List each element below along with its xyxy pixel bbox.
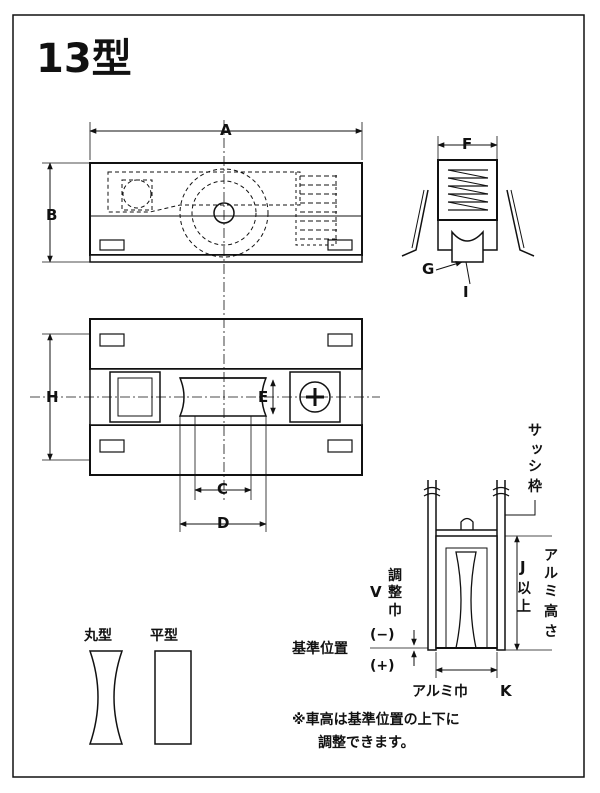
dim-v-label: V — [370, 583, 382, 601]
reference-position-label: 基準位置 — [292, 640, 348, 657]
plan-view: H E C D — [30, 300, 380, 532]
flat-wheel-profile — [154, 650, 192, 745]
dim-c-label: C — [217, 480, 228, 498]
dim-a-label: A — [220, 121, 232, 139]
j-above-char-1: 以 — [517, 581, 531, 597]
dim-f-label: F — [462, 135, 472, 153]
minus-label: (−) — [370, 627, 395, 643]
sash-frame-char-4: 枠 — [528, 478, 542, 495]
round-wheel-profile — [88, 650, 124, 745]
dim-g-label: G — [422, 260, 434, 278]
round-type-label: 丸型 — [83, 627, 112, 644]
end-view: F G I — [401, 135, 535, 301]
dim-d-label: D — [217, 514, 229, 532]
alumi-width-label: アルミ巾 — [412, 683, 468, 700]
sash-frame-char-1: サ — [528, 423, 542, 439]
dim-h-label: H — [46, 388, 59, 406]
adjust-char-3: 巾 — [388, 602, 402, 619]
housing-side — [89, 162, 363, 256]
wheel-types: 丸型 平型 — [83, 627, 192, 745]
sash-frame-char-3: シ — [528, 459, 542, 475]
note-line-1: ※車高は基準位置の上下に — [292, 711, 460, 728]
note-line-2: 調整できます。 — [318, 734, 415, 751]
alumi-height-char-2: ル — [544, 566, 558, 582]
sheet-border — [12, 14, 585, 778]
dim-j-label: J — [519, 558, 526, 576]
dim-e-label: E — [258, 388, 268, 406]
alumi-height-char-4: 高 — [544, 603, 558, 620]
dim-b-label: B — [46, 206, 57, 224]
plus-label: (+) — [370, 658, 395, 674]
adjust-char-2: 整 — [387, 584, 403, 601]
installed-section: サ ッ シ 枠 J 以 上 ア ル ミ 高 さ 調 V 整 巾 (−) — [292, 423, 558, 700]
side-view: A B — [42, 120, 363, 300]
j-above-char-2: 上 — [517, 599, 531, 615]
alumi-height-char-1: ア — [544, 548, 558, 564]
alumi-height-char-5: さ — [544, 624, 558, 640]
adjust-char-1: 調 — [388, 567, 402, 584]
alumi-height-char-3: ミ — [544, 584, 558, 600]
flat-type-label: 平型 — [150, 627, 178, 644]
dim-i-label: I — [463, 283, 469, 301]
sash-frame-char-2: ッ — [530, 441, 544, 457]
model-title: 13型 — [36, 36, 132, 82]
dim-k-label: K — [500, 682, 513, 700]
